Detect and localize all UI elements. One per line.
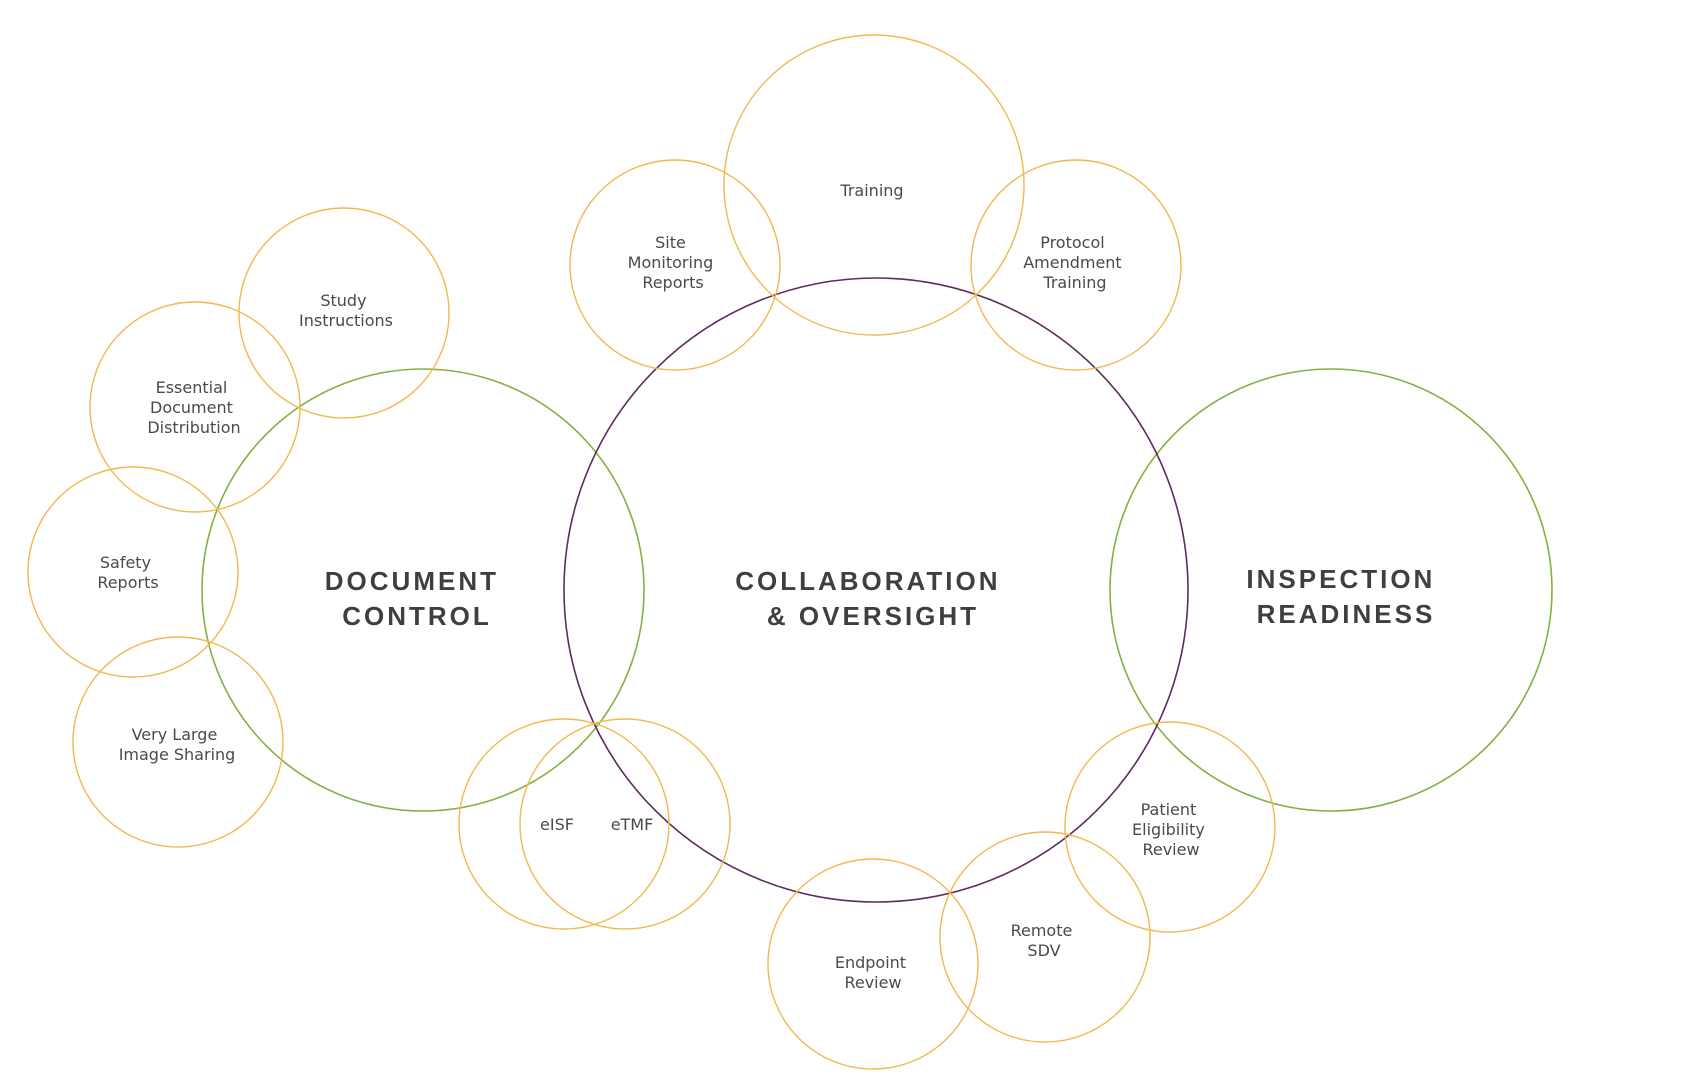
site-monitoring-reports-label: Site Monitoring Reports: [628, 233, 719, 292]
document-control-label: DOCUMENT CONTROL: [325, 566, 509, 631]
etmf-label: eTMF: [611, 815, 654, 834]
patient-eligibility-review-label: Patient Eligibility Review: [1132, 800, 1210, 859]
inspection-readiness-label: INSPECTION READINESS: [1246, 564, 1445, 629]
inspection-readiness-circle: [1109, 368, 1553, 812]
document-control-circle: [201, 368, 645, 812]
essential-document-distribution-circle: [89, 301, 301, 513]
remote-sdv-circle: [939, 831, 1151, 1043]
protocol-amendment-training-circle: [970, 159, 1182, 371]
essential-document-distribution-label: Essential Document Distribution: [147, 378, 240, 437]
safety-reports-circle: [27, 466, 239, 678]
eisf-label: eISF: [540, 815, 574, 834]
study-instructions-circle: [238, 207, 450, 419]
endpoint-review-label: Endpoint Review: [835, 953, 911, 992]
very-large-image-sharing-label: Very Large Image Sharing: [119, 725, 236, 764]
collaboration-oversight-label: COLLABORATION & OVERSIGHT: [735, 566, 1011, 631]
collaboration-oversight-circle: [563, 277, 1189, 903]
etmf-circle: [519, 718, 731, 930]
endpoint-review-circle: [767, 858, 979, 1070]
patient-eligibility-review-circle: [1064, 721, 1276, 933]
site-monitoring-reports-circle: [569, 159, 781, 371]
very-large-image-sharing-circle: [72, 636, 284, 848]
safety-reports-label: Safety Reports: [97, 553, 158, 592]
protocol-amendment-training-label: Protocol Amendment Training: [1023, 233, 1127, 292]
eisf-circle: [458, 718, 670, 930]
training-circle: [723, 34, 1025, 336]
study-instructions-label: Study Instructions: [299, 291, 393, 330]
training-label: Training: [839, 181, 903, 200]
remote-sdv-label: Remote SDV: [1011, 921, 1078, 960]
